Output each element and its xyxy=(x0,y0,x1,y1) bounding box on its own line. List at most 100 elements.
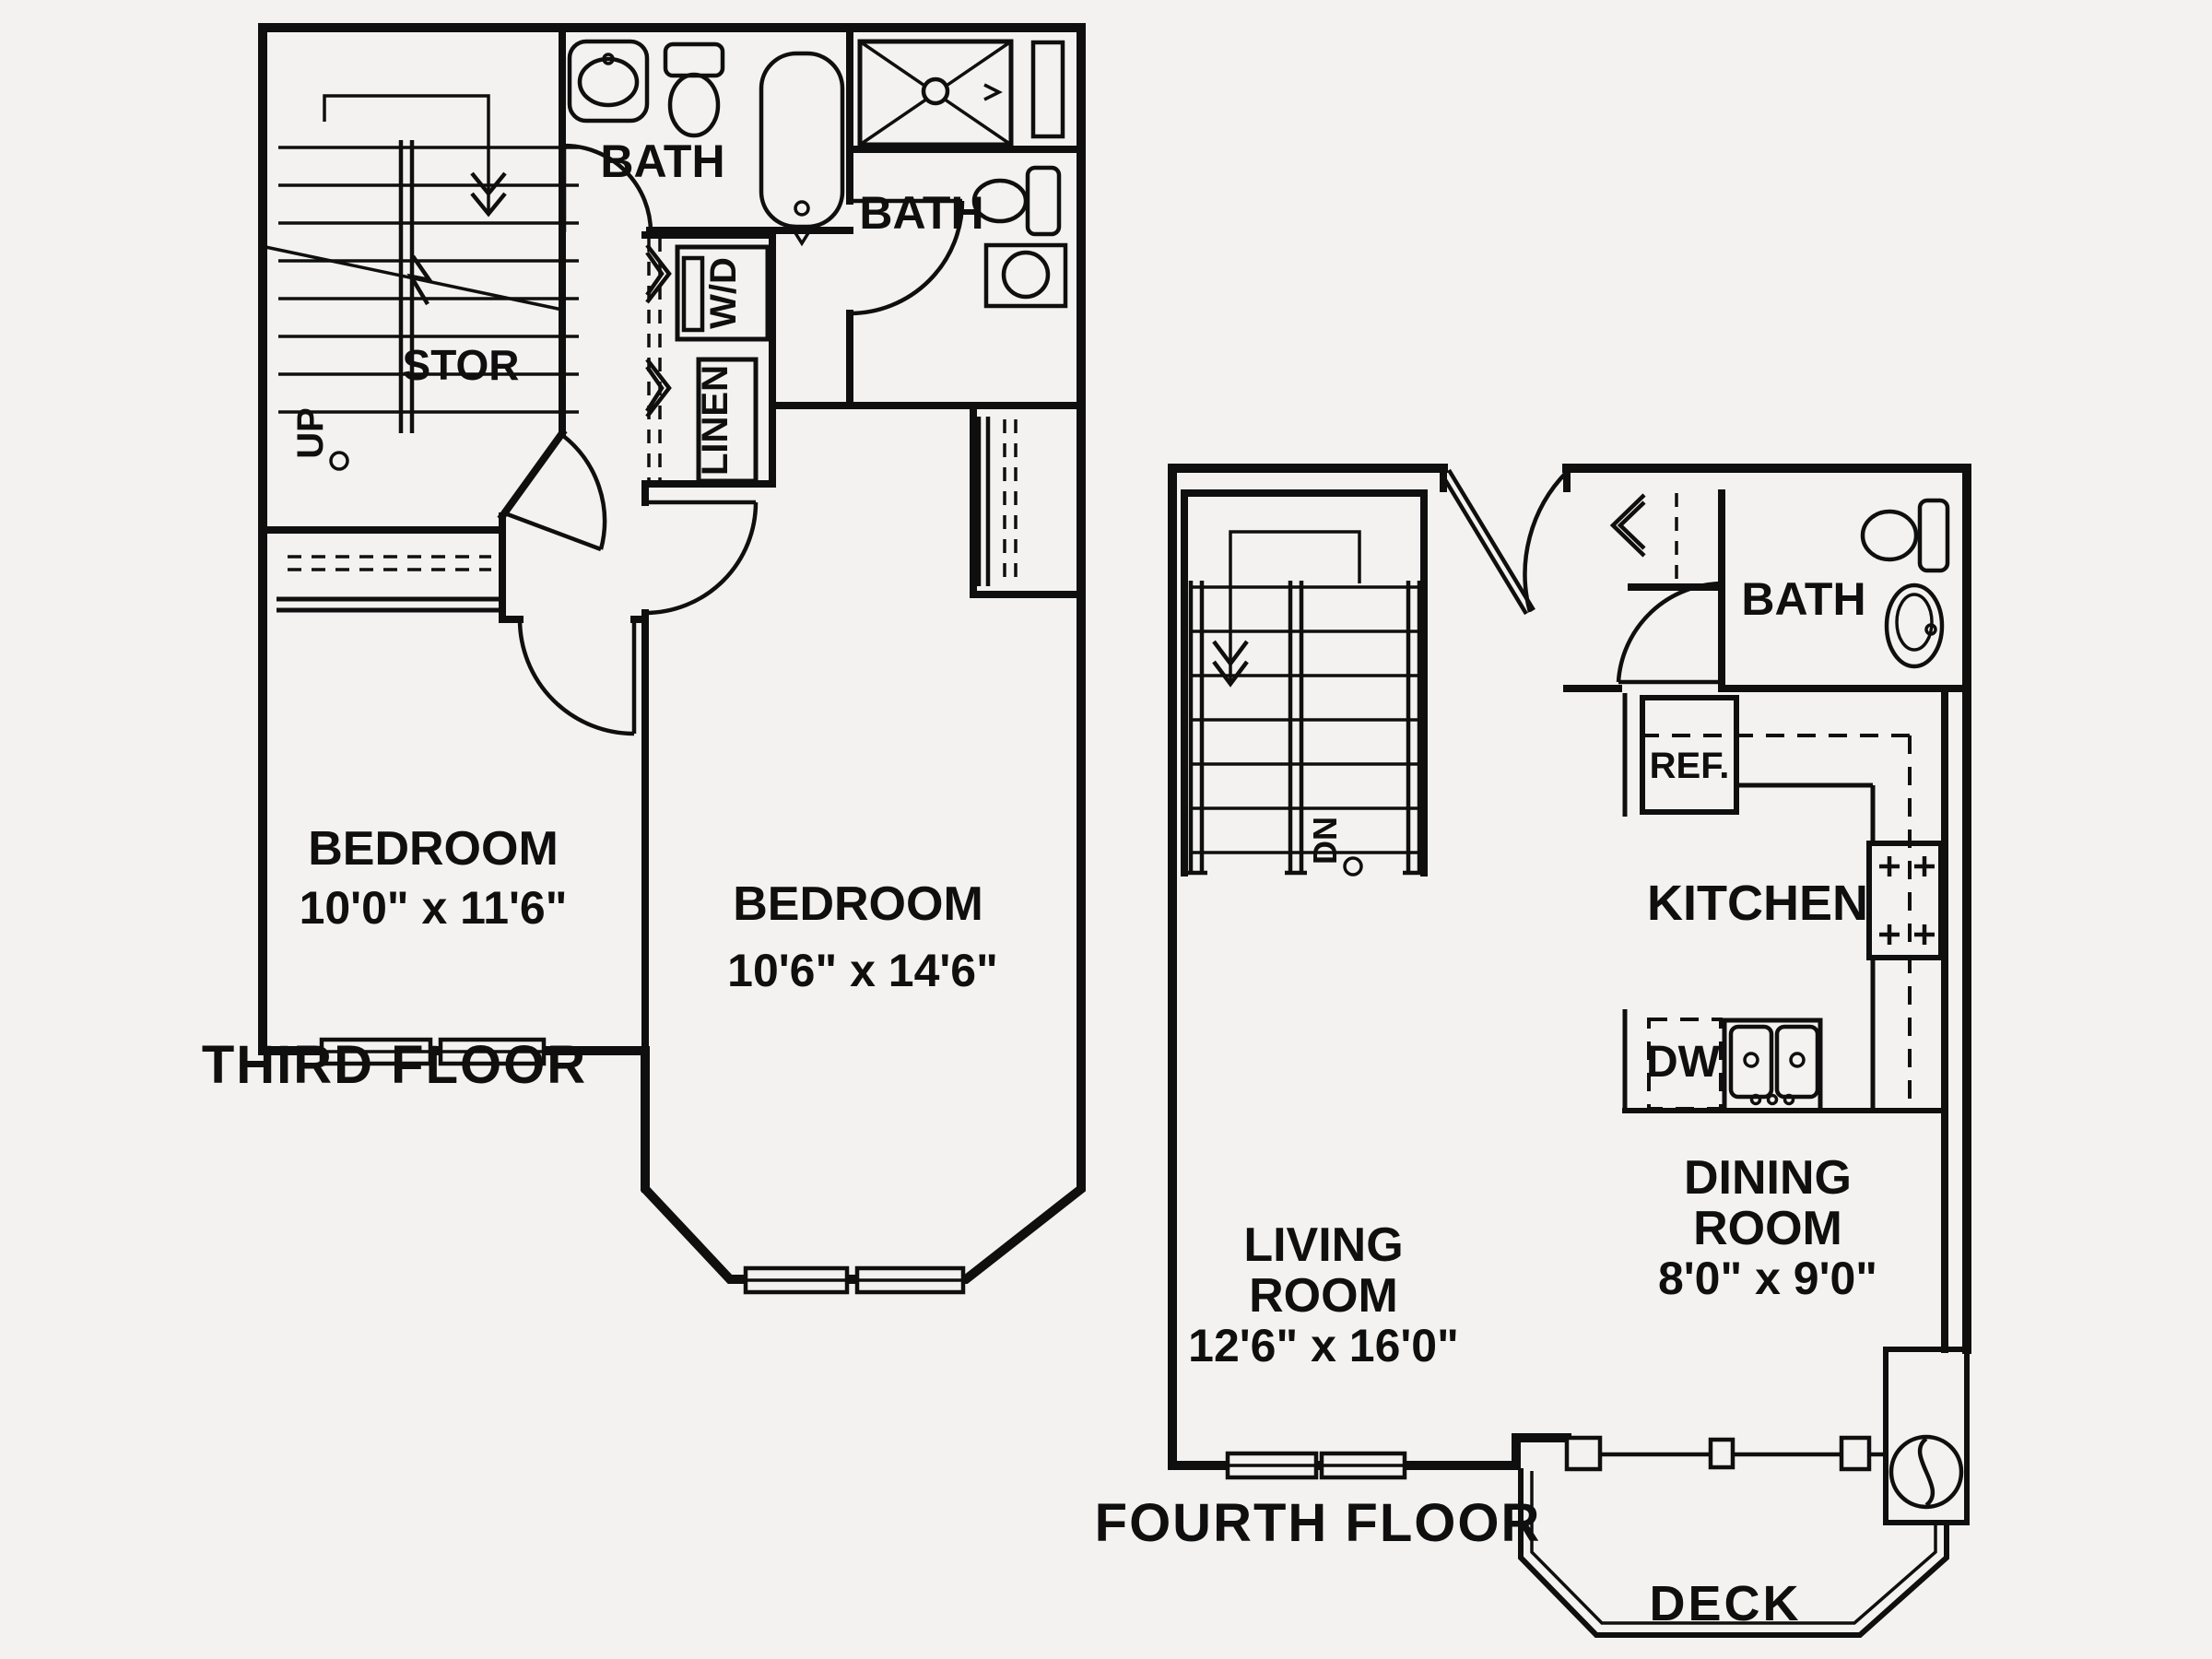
bedroom1-closet xyxy=(288,555,491,571)
deck-label: DECK xyxy=(1649,1576,1801,1631)
upper-cabinets-dashed xyxy=(1641,734,1912,1106)
fourth-floor-bath xyxy=(1616,498,1950,685)
bedroom2-label: BEDROOM xyxy=(733,877,983,931)
bathtub-drain-icon xyxy=(794,200,810,217)
bathtub-icon xyxy=(759,51,845,229)
linen-closet-box xyxy=(696,357,759,484)
third-floor-stairs-up xyxy=(265,94,579,471)
bypass-door-lines xyxy=(976,417,991,586)
sink-basin-icon xyxy=(1895,593,1934,652)
washer-dryer-inner xyxy=(681,255,705,333)
bedroom2-closet xyxy=(976,417,1018,586)
deck-sliding-door xyxy=(1564,1435,1886,1472)
bath1-sink-basin-icon xyxy=(577,56,640,108)
deck-railing xyxy=(1518,1468,1949,1638)
third-floor-windows xyxy=(319,1037,966,1295)
bath2-fixtures xyxy=(971,165,1068,309)
shower-stall xyxy=(857,39,1065,147)
stair-newel-circle xyxy=(329,451,349,471)
stair-direction-line xyxy=(1229,530,1361,684)
closet-rod-dashed xyxy=(288,555,491,571)
utility-closets xyxy=(645,238,771,484)
kitchen-label: KITCHEN xyxy=(1647,876,1868,931)
bedroom1-door xyxy=(517,618,637,736)
bedroom2-dims: 10'6" x 14'6" xyxy=(727,945,998,996)
sink-drain-icon xyxy=(1924,623,1937,636)
stair-arrow-icon xyxy=(1212,640,1249,688)
fireplace-box xyxy=(1883,1347,1970,1525)
bath1-sink-drain-icon xyxy=(602,53,615,65)
shower-drain-icon xyxy=(921,76,950,106)
dining-room-label-line1: DINING xyxy=(1684,1151,1852,1205)
entry-door xyxy=(1440,468,1569,616)
stairs-down-label: DN xyxy=(1306,817,1344,865)
living-room-label-line2: ROOM xyxy=(1249,1269,1398,1323)
slider-jamb xyxy=(1839,1435,1872,1472)
bath1-fixtures xyxy=(567,39,845,247)
counter-edges xyxy=(1622,782,1876,1111)
stair-break-bolt xyxy=(406,254,435,306)
bath2-sink-basin-icon xyxy=(1001,250,1051,300)
bedroom2-door xyxy=(644,500,759,616)
bath1-toilet-bowl-icon xyxy=(667,72,721,138)
bath1-label: BATH xyxy=(600,135,724,187)
slider-jamb xyxy=(1564,1435,1603,1472)
kitchen-sink-icon xyxy=(1722,1018,1823,1113)
fourth-floor-interior-walls xyxy=(1181,489,1971,1353)
dining-room-dims: 8'0" x 9'0" xyxy=(1658,1253,1877,1304)
bath2-toilet-tank-icon xyxy=(1025,165,1062,237)
dining-room-label-line2: ROOM xyxy=(1693,1202,1842,1255)
range-burners-icon xyxy=(1879,856,1935,945)
fireplace xyxy=(1883,1347,1970,1525)
shower-pan-icon xyxy=(857,39,1014,147)
bifold-door-icon xyxy=(1609,493,1646,558)
pedestal-sink-icon xyxy=(1884,582,1945,669)
third-floor-interior-walls xyxy=(259,24,1085,1193)
bath-label: BATH xyxy=(1741,573,1865,625)
third-floor-doors xyxy=(504,143,965,736)
washer-dryer-label: W/D xyxy=(703,257,744,329)
bath1-door xyxy=(561,143,653,233)
fourth-floor-plan: DN BATH REF. KITCHEN DW DINING ROOM 8'0"… xyxy=(1095,464,1971,1638)
storage-label: STOR xyxy=(403,341,520,389)
bedroom1-dims: 10'0" x 11'6" xyxy=(300,882,568,934)
refrigerator-label: REF. xyxy=(1650,746,1730,786)
stairs-up-label: UP xyxy=(290,407,331,459)
dishwasher-label: DW xyxy=(1646,1038,1721,1087)
bifold-door-icon xyxy=(645,358,672,418)
bath2-label: BATH xyxy=(859,187,983,239)
slider-handle xyxy=(1708,1437,1735,1470)
shower-door-marker-icon xyxy=(983,83,1003,101)
entry-closet xyxy=(1609,493,1678,587)
washer-dryer-box xyxy=(675,244,771,342)
toilet-tank-icon xyxy=(1917,498,1950,573)
dishwasher-box xyxy=(1647,1018,1723,1111)
fourth-floor-title: FOURTH FLOOR xyxy=(1095,1493,1542,1553)
stair-arrow-icon xyxy=(470,171,507,218)
bathtub-spout-icon xyxy=(789,227,815,247)
linen-label: LINEN xyxy=(695,365,735,476)
fourth-floor-windows xyxy=(1225,1451,1407,1480)
stair-direction-line xyxy=(323,94,490,214)
third-floor-plan: UP STOR BATH BATH W/D LINEN BEDROOM 10'0… xyxy=(202,23,1086,1295)
bifold-door-icon xyxy=(645,243,672,304)
range-icon xyxy=(1866,841,1944,960)
bath1-sink-icon xyxy=(567,39,650,124)
closet-rod-dashed xyxy=(1003,419,1018,585)
bath2-door xyxy=(849,198,965,316)
stair-newel-circle xyxy=(1343,856,1363,877)
kitchen-area xyxy=(1622,693,1944,1113)
storage-door xyxy=(504,433,607,552)
fourth-floor-stairs-down xyxy=(1185,530,1425,877)
bath-door xyxy=(1616,581,1724,685)
bath2-vanity-icon xyxy=(983,242,1068,309)
bedroom1-label: BEDROOM xyxy=(308,822,559,876)
bath2-shelf-icon xyxy=(1030,40,1065,139)
bath1-toilet-tank-icon xyxy=(663,41,725,78)
refrigerator-icon xyxy=(1640,695,1739,815)
living-room-label-line1: LIVING xyxy=(1243,1218,1403,1272)
living-room-dims: 12'6" x 16'0" xyxy=(1188,1320,1459,1371)
fireplace-s-curve xyxy=(1917,1437,1936,1507)
